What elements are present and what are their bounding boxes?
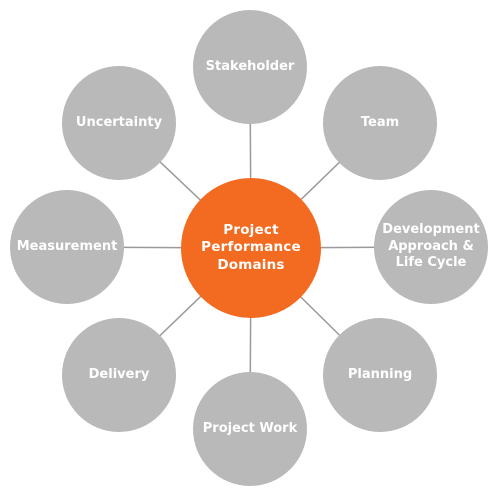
center-label: Project Performance Domains bbox=[201, 221, 301, 273]
domain-project-work: Project Work bbox=[193, 372, 307, 486]
domain-label: Development Approach & Life Cycle bbox=[382, 221, 480, 271]
domain-label: Delivery bbox=[88, 366, 150, 382]
domain-planning: Planning bbox=[323, 318, 437, 432]
domain-team: Team bbox=[323, 66, 437, 180]
domain-label: Measurement bbox=[16, 238, 118, 254]
domain-measurement: Measurement bbox=[10, 190, 124, 304]
domain-delivery: Delivery bbox=[62, 318, 176, 432]
domain-label: Planning bbox=[347, 366, 413, 382]
center-node-project-performance-domains: Project Performance Domains bbox=[181, 178, 321, 318]
domain-label: Uncertainty bbox=[75, 114, 163, 130]
domain-stakeholder: Stakeholder bbox=[193, 10, 307, 124]
domain-label: Team bbox=[360, 114, 400, 130]
domain-label: Project Work bbox=[202, 420, 298, 436]
domain-uncertainty: Uncertainty bbox=[62, 66, 176, 180]
domain-label: Stakeholder bbox=[205, 58, 295, 74]
domain-development-approach: Development Approach & Life Cycle bbox=[374, 190, 488, 304]
